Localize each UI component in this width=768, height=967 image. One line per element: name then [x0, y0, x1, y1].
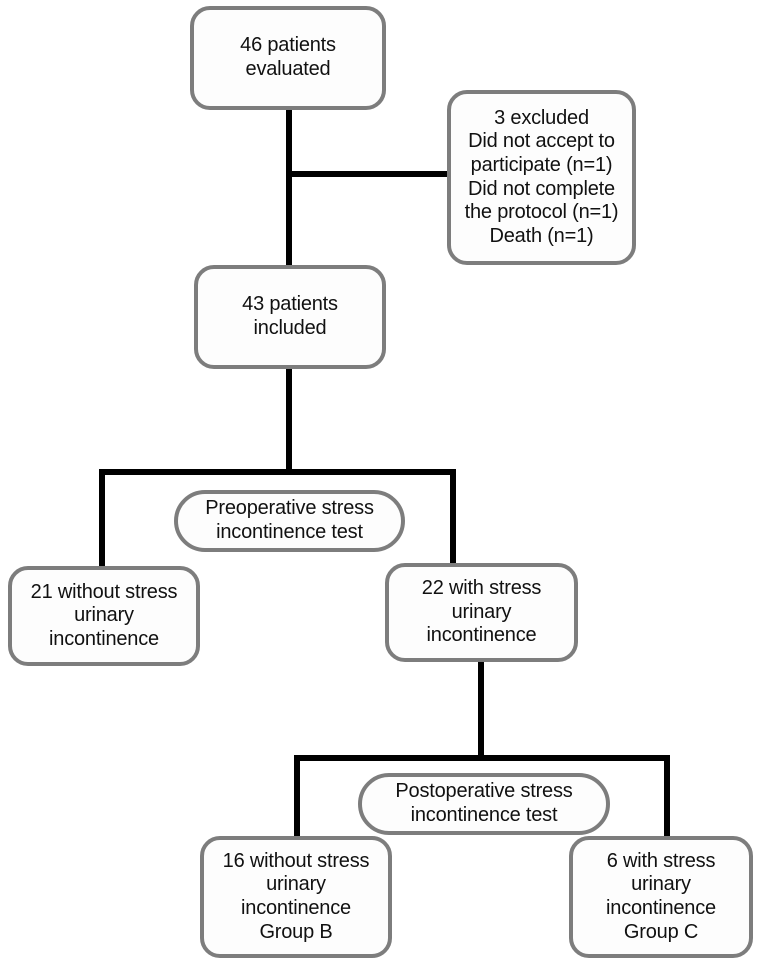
node-preoperative-stress-test-label: Preoperative stress incontinence test [205, 497, 374, 543]
connector-evaluated-trunk [286, 107, 292, 267]
node-postoperative-stress-test[interactable]: Postoperative stress incontinence test [358, 773, 610, 835]
connector-postop-split-bar [294, 755, 670, 761]
node-group-b[interactable]: 16 without stress urinary incontinence G… [200, 836, 392, 958]
node-preop-with-incontinence[interactable]: 22 with stress urinary incontinence [385, 563, 578, 662]
node-patients-included-label: 43 patients included [242, 293, 338, 339]
node-postoperative-stress-test-label: Postoperative stress incontinence test [395, 780, 573, 826]
connector-postop-right-drop [664, 755, 670, 839]
connector-excluded-branch [286, 171, 450, 177]
node-patients-evaluated-label: 46 patients evaluated [240, 34, 336, 80]
connector-postop-left-drop [294, 755, 300, 839]
node-preop-with-incontinence-label: 22 with stress urinary incontinence [421, 577, 542, 647]
node-patients-excluded[interactable]: 3 excluded Did not accept to participate… [447, 90, 636, 265]
connector-preop-split-bar [99, 469, 456, 475]
connector-preop-left-drop [99, 469, 105, 569]
node-group-c-label: 6 with stress urinary incontinence Group… [606, 849, 716, 943]
connector-preop-right-drop [450, 469, 456, 567]
connector-postop-trunk [478, 658, 484, 760]
node-patients-included[interactable]: 43 patients included [194, 265, 386, 369]
node-preoperative-stress-test[interactable]: Preoperative stress incontinence test [174, 490, 405, 552]
node-preop-without-incontinence-label: 21 without stress urinary incontinence [30, 580, 178, 650]
node-group-c[interactable]: 6 with stress urinary incontinence Group… [569, 836, 753, 958]
connector-included-trunk [286, 368, 292, 475]
node-patients-evaluated[interactable]: 46 patients evaluated [190, 6, 386, 110]
node-group-b-label: 16 without stress urinary incontinence G… [222, 849, 370, 943]
node-preop-without-incontinence[interactable]: 21 without stress urinary incontinence [8, 566, 200, 666]
node-patients-excluded-label: 3 excluded Did not accept to participate… [464, 106, 619, 247]
